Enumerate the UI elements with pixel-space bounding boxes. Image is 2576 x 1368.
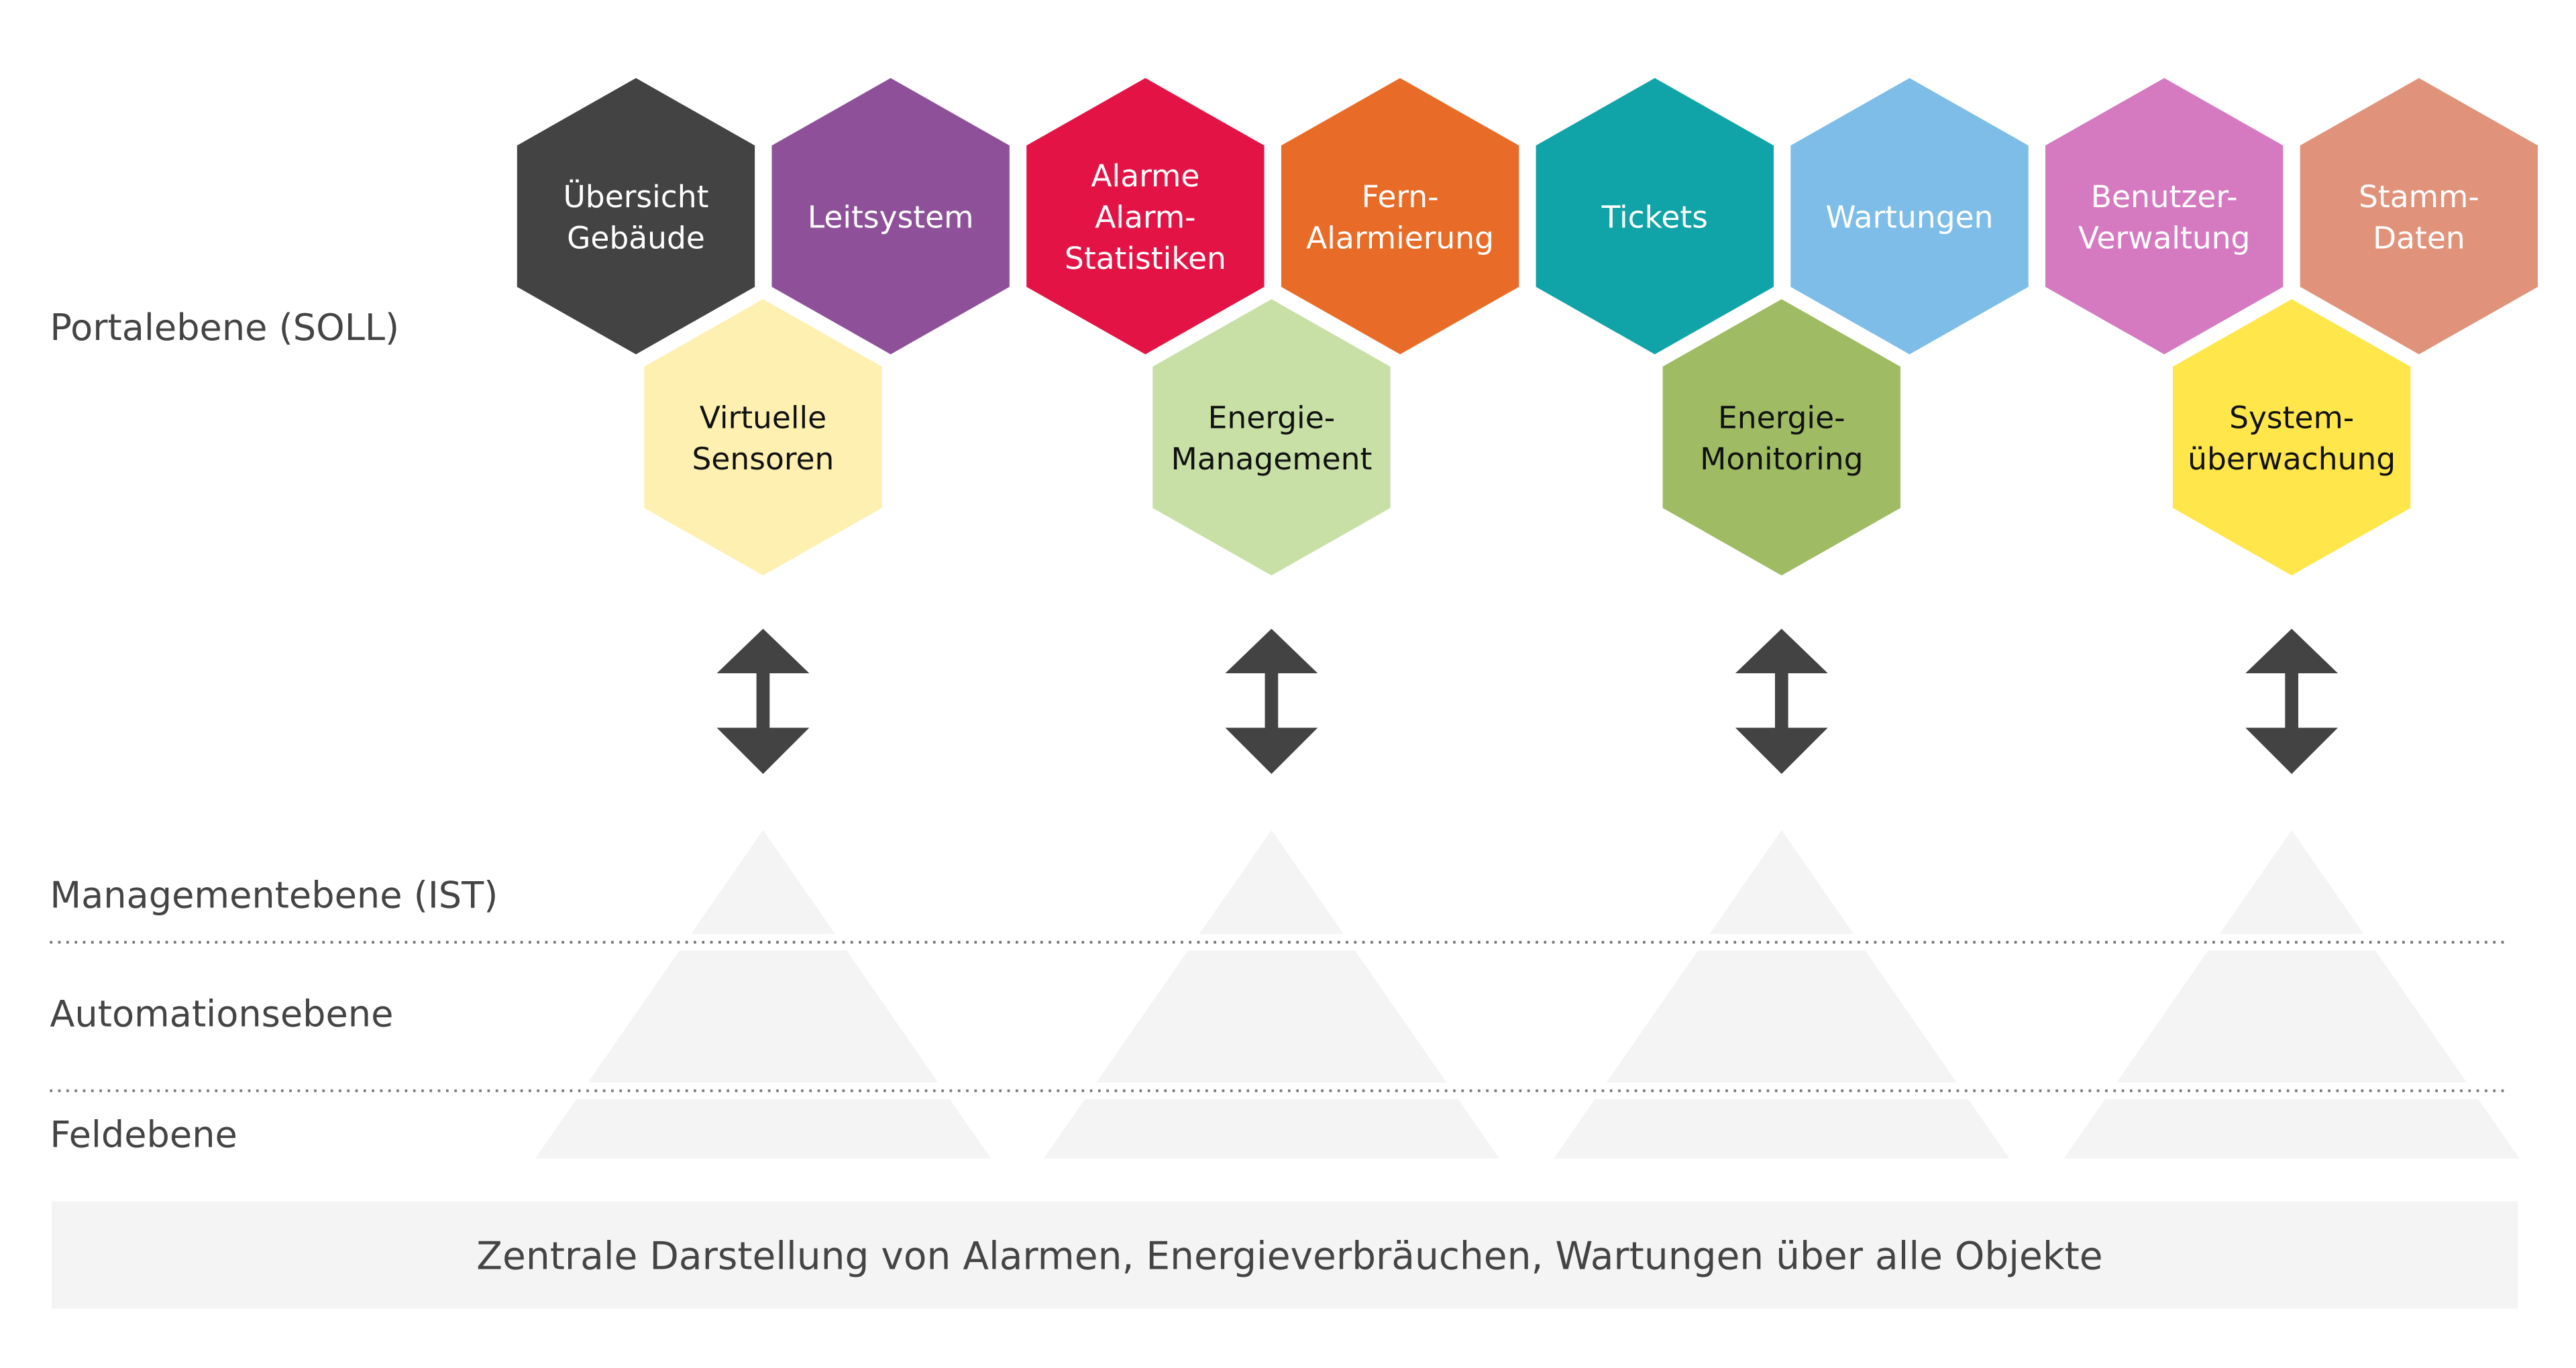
module-label-line: Übersicht bbox=[563, 178, 708, 215]
module-label-line: Tickets bbox=[1601, 200, 1708, 235]
double-arrow-icon bbox=[716, 628, 810, 775]
module-label-line: Alarmierung bbox=[1306, 220, 1494, 255]
pyramid-0 bbox=[535, 830, 991, 1159]
module-label-line: Statistiken bbox=[1065, 241, 1226, 276]
double-arrow-icon bbox=[1735, 628, 1828, 775]
hexagon-shape bbox=[637, 291, 889, 583]
module-label-line: Gebäude bbox=[567, 220, 705, 255]
hexagon-shape bbox=[1784, 70, 2035, 362]
pyramid-gap bbox=[1534, 933, 2029, 951]
module-hex-top-6: Benutzer- Verwaltung bbox=[2039, 70, 2290, 362]
module-label-line: Leitsystem bbox=[808, 200, 974, 235]
level-label-management: Managementebene (IST) bbox=[50, 874, 498, 916]
module-label-line: Wartungen bbox=[1825, 200, 1993, 235]
footer-banner bbox=[51, 1201, 2518, 1309]
level-label-portal: Portalebene (SOLL) bbox=[50, 306, 399, 349]
hexagon-shape bbox=[2166, 291, 2418, 583]
module-label-line: Energie- bbox=[1208, 400, 1336, 436]
module-label-line: Sensoren bbox=[692, 441, 835, 477]
module-hex-bottom-2: Energie- Monitoring bbox=[1656, 291, 1907, 583]
pyramid-2 bbox=[1554, 830, 2010, 1159]
pyramid-gap bbox=[2044, 933, 2540, 951]
hexagon-shape bbox=[1529, 70, 1780, 362]
module-label-line: Management bbox=[1171, 441, 1372, 477]
module-label-line: Monitoring bbox=[1700, 441, 1863, 477]
module-label-line: System- bbox=[2229, 400, 2354, 436]
pyramid-gap bbox=[2044, 1082, 2540, 1099]
pyramid-gap bbox=[515, 933, 1011, 951]
hexagon-shape bbox=[765, 70, 1016, 362]
pyramids bbox=[515, 830, 2540, 1159]
hexagon-shape bbox=[1146, 291, 1397, 583]
level-label-field: Feldebene bbox=[50, 1113, 237, 1155]
module-hex-top-5: Wartungen bbox=[1784, 70, 2035, 362]
level-label-automation: Automationsebene bbox=[50, 993, 393, 1035]
module-hex-top-1: Leitsystem bbox=[765, 70, 1016, 362]
module-hex-bottom-3: System-überwachung bbox=[2166, 291, 2418, 583]
module-hex-top-7: Stamm- Daten bbox=[2293, 70, 2544, 362]
pyramid-gap bbox=[515, 1082, 1011, 1099]
module-label-line: Alarm- bbox=[1095, 200, 1195, 235]
module-label-line: Virtuelle bbox=[700, 400, 827, 436]
pyramid-3 bbox=[2063, 830, 2520, 1159]
module-label-line: Alarme bbox=[1091, 158, 1199, 194]
hexagon-shape bbox=[2039, 70, 2290, 362]
hexagon-shape bbox=[1656, 291, 1907, 583]
double-arrow-icon bbox=[1225, 628, 1318, 775]
hexagon-shape bbox=[1020, 70, 1271, 362]
double-arrow-icon bbox=[2245, 628, 2339, 775]
module-hex-top-4: Tickets bbox=[1529, 70, 1780, 362]
module-hex-top-3: Fern- Alarmierung bbox=[1275, 70, 1526, 362]
footer-text: Zentrale Darstellung von Alarmen, Energi… bbox=[476, 1234, 2102, 1278]
hexagon-shape bbox=[510, 70, 762, 362]
module-label-line: Stamm- bbox=[2359, 179, 2479, 215]
module-label-line: Verwaltung bbox=[2078, 220, 2251, 255]
module-hex-bottom-1: Energie- Management bbox=[1146, 291, 1397, 583]
pyramid-gap bbox=[1534, 1082, 2029, 1099]
pyramid-1 bbox=[1043, 830, 1499, 1159]
module-label-line: Benutzer- bbox=[2091, 179, 2238, 215]
module-label-line: Daten bbox=[2373, 220, 2465, 255]
module-label-line: überwachung bbox=[2188, 441, 2396, 477]
bidirectional-arrows bbox=[716, 628, 2339, 775]
module-label-line: Fern- bbox=[1362, 179, 1439, 215]
hexagon-shape bbox=[1275, 70, 1526, 362]
hexagon-shape bbox=[2293, 70, 2544, 362]
module-label-line: Energie- bbox=[1718, 400, 1845, 436]
